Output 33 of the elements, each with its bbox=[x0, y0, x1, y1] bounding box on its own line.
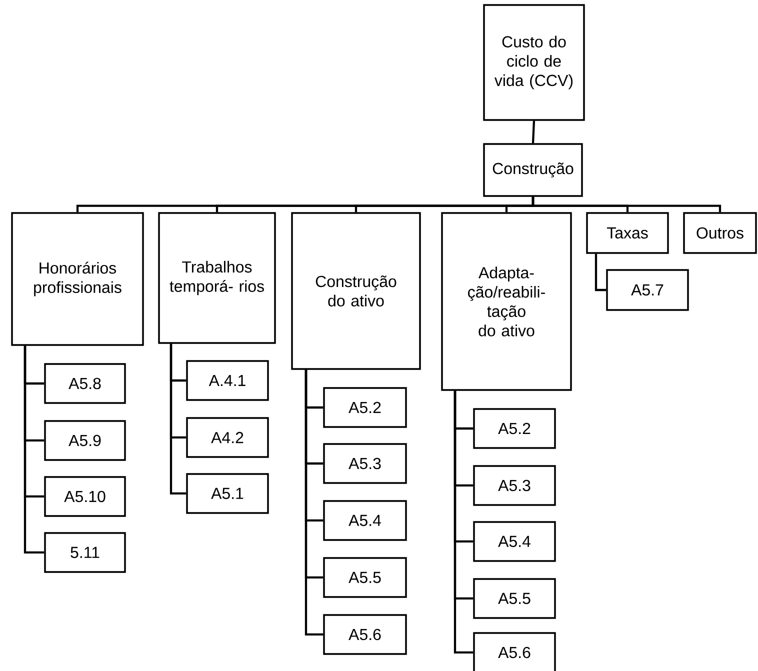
code-box: A.4.1 bbox=[186, 360, 269, 401]
code-box: A5.5 bbox=[473, 578, 556, 619]
category-box: Honorários profissionais bbox=[11, 212, 144, 346]
category-box: Taxas bbox=[586, 212, 669, 254]
tree-connector bbox=[304, 370, 324, 636]
code-box: 5.11 bbox=[44, 532, 126, 573]
tree-connector bbox=[532, 196, 722, 212]
code-box: A5.4 bbox=[323, 500, 407, 541]
category-box: Trabalhos temporá- rios bbox=[158, 212, 276, 344]
tree-connector bbox=[170, 344, 186, 495]
code-box: A4.2 bbox=[186, 417, 269, 458]
category-box: Outros bbox=[683, 212, 757, 254]
tree-connector bbox=[24, 346, 44, 554]
code-box: A5.2 bbox=[473, 408, 556, 449]
code-box: A5.1 bbox=[186, 473, 269, 514]
tree-connector bbox=[454, 390, 474, 654]
category-box: Construção do ativo bbox=[291, 212, 421, 370]
code-box: A5.8 bbox=[44, 363, 126, 404]
connector-line bbox=[532, 120, 536, 144]
code-box: A5.9 bbox=[44, 420, 126, 461]
code-box: A5.3 bbox=[323, 443, 407, 484]
code-box: A5.7 bbox=[606, 269, 689, 311]
code-box: A5.5 bbox=[323, 557, 407, 598]
code-box: A5.6 bbox=[323, 614, 407, 655]
code-box: A5.3 bbox=[473, 465, 556, 506]
code-box: A5.4 bbox=[473, 521, 556, 562]
code-box: A5.6 bbox=[473, 632, 556, 671]
category-box: Adapta- ção/reabili- tação do ativo bbox=[441, 212, 572, 391]
category-box: Custo do ciclo de vida (CCV) bbox=[483, 4, 585, 121]
code-box: A5.10 bbox=[44, 476, 126, 517]
code-box: A5.2 bbox=[323, 387, 407, 428]
tree-connector bbox=[594, 254, 606, 292]
category-box: Construção bbox=[483, 143, 583, 197]
